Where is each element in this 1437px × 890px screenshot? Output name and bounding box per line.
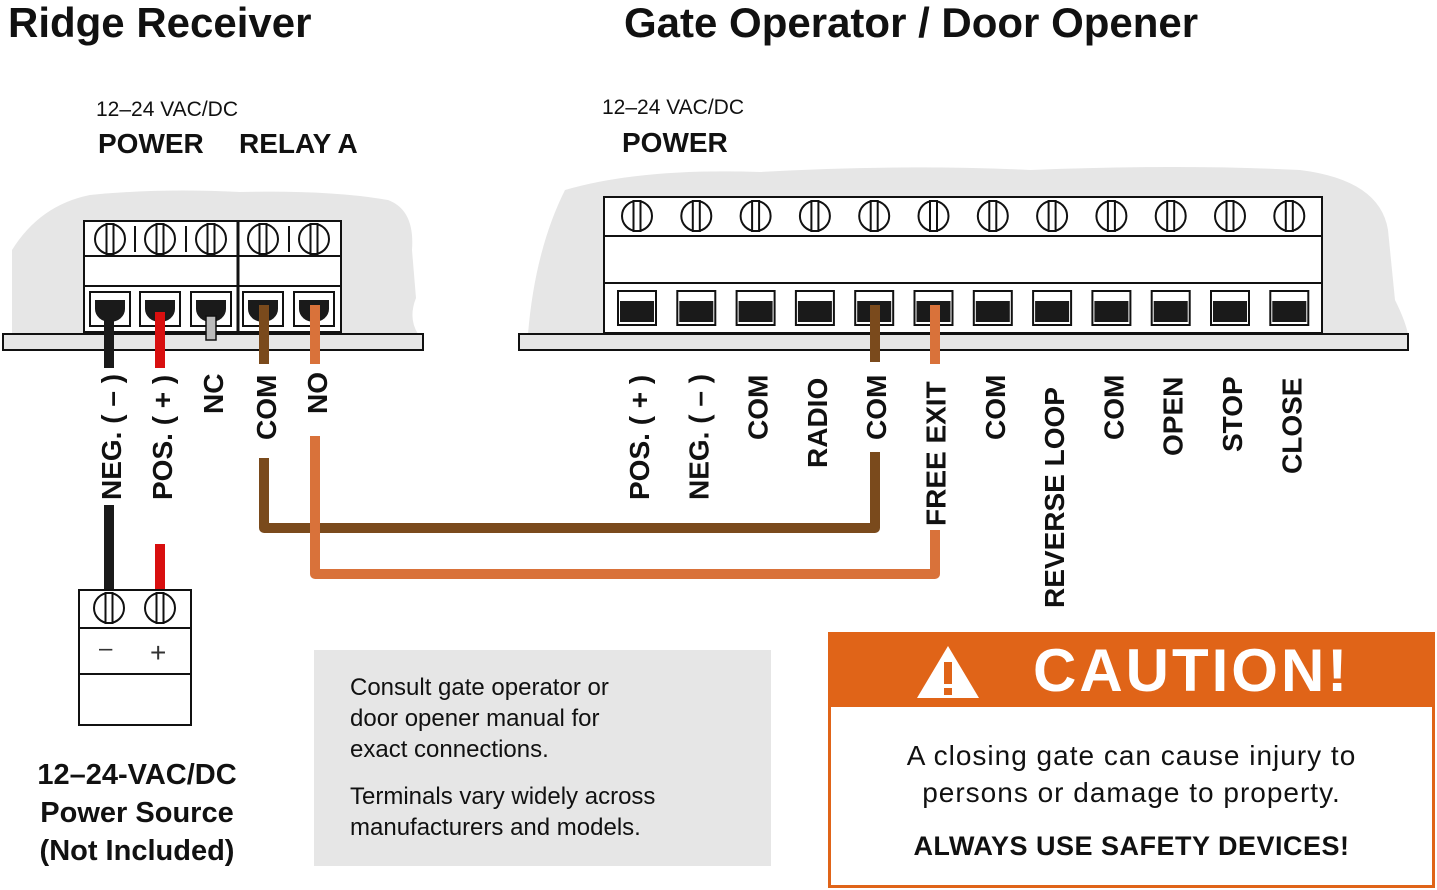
operator-terminal-slot	[1269, 290, 1310, 326]
operator-terminal-label: COM	[743, 375, 774, 440]
operator-screw	[1214, 200, 1246, 232]
psu-plus-label: +	[150, 637, 166, 668]
caution-body: A closing gate can cause injury to perso…	[831, 737, 1432, 862]
operator-terminal-label: CLOSE	[1276, 378, 1307, 474]
operator-terminal-slot	[676, 290, 717, 326]
operator-screw	[1273, 200, 1306, 232]
operator-title: Gate Operator / Door Opener	[624, 0, 1199, 46]
operator-terminal-label: RADIO	[802, 378, 833, 468]
operator-terminal-slot	[735, 290, 776, 326]
rx-label-neg: NEG. ( – )	[96, 374, 127, 500]
operator-terminal-label: REVERSE LOOP	[1039, 387, 1070, 608]
operator-terminal-label: OPEN	[1158, 377, 1189, 456]
operator-terminal-slot	[794, 290, 835, 326]
operator-terminal-label: FREE EXIT	[921, 381, 952, 526]
operator-terminal-slot	[1210, 290, 1250, 326]
operator-screw	[1154, 200, 1187, 232]
note-line: Terminals vary widely across	[350, 783, 656, 810]
operator-terminal-label: COM	[1098, 375, 1129, 440]
operator-screw	[976, 200, 1009, 232]
wire-com-run	[259, 452, 880, 533]
operator-terminal-slot	[1150, 290, 1191, 326]
operator-voltage-label: 12–24 VAC/DC	[602, 96, 745, 119]
note-line: exact connections.	[350, 736, 549, 763]
operator-screw	[798, 200, 831, 232]
receiver-voltage-label: 12–24 VAC/DC	[96, 98, 239, 121]
receiver-relay-label: RELAY A	[239, 128, 358, 159]
note-line: door opener manual for	[350, 705, 600, 732]
power-source-line1: 12–24-VAC/DC	[37, 759, 237, 791]
rx-label-no: NO	[302, 372, 333, 414]
receiver-terminal-labels: NEG. ( – ) POS. ( + ) NC COM NO	[96, 372, 333, 500]
operator-screw	[1095, 200, 1128, 232]
psu-minus-label: –	[99, 635, 113, 662]
operator-terminal-label: COM	[980, 375, 1011, 440]
rx-label-nc: NC	[198, 374, 229, 414]
power-source-block: – +	[78, 589, 192, 726]
power-source-line3: (Not Included)	[39, 835, 235, 867]
psu-screw-pos	[144, 592, 176, 624]
nc-stub	[205, 315, 217, 341]
rx-label-com: COM	[251, 375, 282, 440]
caution-line2: persons or damage to property.	[922, 777, 1341, 808]
operator-board-edge	[518, 333, 1409, 351]
caution-box: CAUTION! A closing gate can cause injury…	[828, 632, 1435, 888]
psu-screw-neg	[93, 592, 125, 624]
caution-line1: A closing gate can cause injury to	[906, 740, 1357, 771]
operator-terminal-label: COM	[861, 375, 892, 440]
warning-triangle-icon	[917, 646, 979, 698]
operator-terminal-label: STOP	[1217, 376, 1248, 452]
note-line: Consult gate operator or	[350, 674, 609, 701]
operator-screw	[680, 200, 713, 232]
operator-screw	[1036, 200, 1069, 232]
operator-screw	[858, 200, 891, 232]
receiver-power-label: POWER	[98, 128, 204, 159]
operator-terminal-slot	[972, 290, 1013, 326]
note-line: manufacturers and models.	[350, 814, 641, 841]
operator-screw	[739, 200, 772, 232]
power-source-caption: 12–24-VAC/DC Power Source (Not Included)	[0, 756, 274, 870]
operator-terminal-slot	[1032, 290, 1073, 326]
operator-terminal-block	[603, 196, 1323, 334]
wires	[104, 305, 940, 590]
operator-screw	[621, 200, 653, 232]
caution-safety-line: ALWAYS USE SAFETY DEVICES!	[913, 831, 1350, 861]
operator-terminal-slot	[1091, 290, 1132, 326]
receiver-title: Ridge Receiver	[8, 0, 312, 46]
operator-terminal-labels: POS. ( + ) NEG. ( – ) COM RADIO COM FREE EXIT…	[624, 374, 1307, 608]
operator-terminal-label: POS. ( + )	[624, 375, 655, 500]
rx-label-pos: POS. ( + )	[147, 375, 178, 500]
power-source-line2: Power Source	[40, 797, 234, 829]
operator-terminal-label: NEG. ( – )	[683, 374, 714, 500]
operator-terminal-slot	[617, 290, 657, 326]
caution-heading: CAUTION!	[1033, 637, 1351, 704]
manual-note-panel: Consult gate operator or door opener man…	[314, 650, 771, 866]
operator-power-label: POWER	[622, 127, 728, 158]
wire-no-run	[310, 436, 940, 579]
operator-screw	[917, 200, 950, 232]
caution-header: CAUTION!	[831, 635, 1432, 707]
